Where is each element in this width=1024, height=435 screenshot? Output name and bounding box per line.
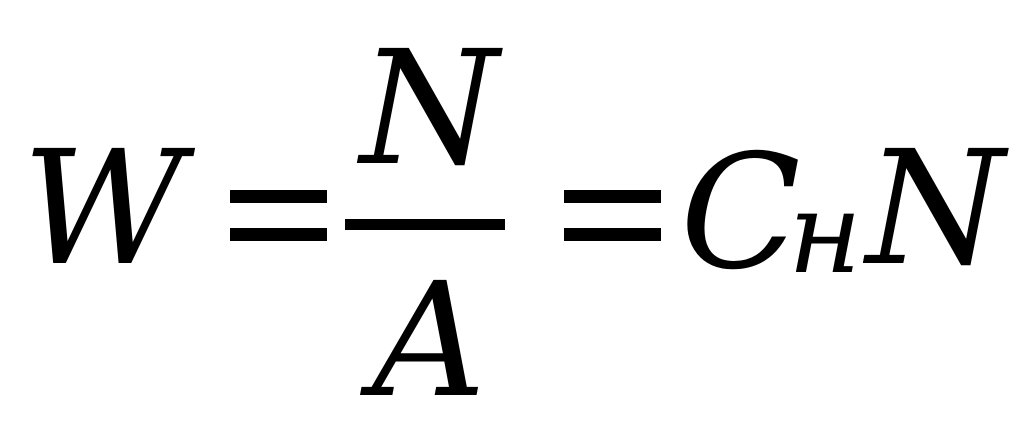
equals-bar-top: [564, 190, 661, 203]
rhs-n: N: [866, 117, 1005, 301]
rhs-c: C: [680, 121, 801, 305]
equals-bar-bottom: [564, 228, 661, 241]
formula-lhs-w: W: [22, 117, 185, 301]
fraction-bar: [345, 219, 505, 230]
fraction-numerator: N: [360, 17, 499, 201]
equals-bar-top: [230, 190, 327, 203]
equals-bar-bottom: [230, 228, 327, 241]
equals-sign: [230, 190, 327, 241]
equals-sign: [564, 190, 661, 241]
fraction-denominator: A: [372, 249, 487, 433]
rhs-subscript-n: н: [788, 169, 862, 299]
